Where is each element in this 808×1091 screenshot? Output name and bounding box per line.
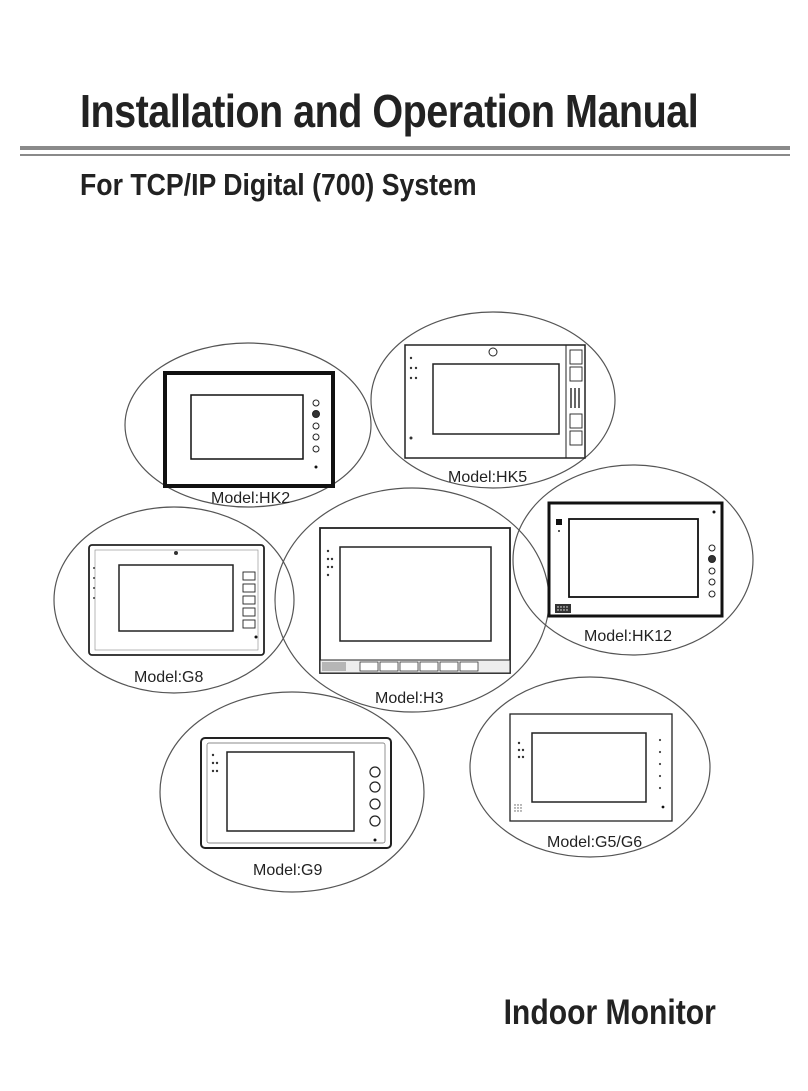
title-rule-thin (20, 154, 790, 156)
model-h3-label: Model:H3 (375, 690, 444, 707)
model-hk12-label: Model:HK12 (584, 628, 672, 645)
model-hk5-monitor (404, 344, 586, 459)
model-g9-label: Model:G9 (253, 862, 322, 879)
model-hk5-label: Model:HK5 (448, 469, 527, 486)
model-hk12-ellipse (512, 464, 754, 656)
model-hk2-monitor (163, 371, 335, 488)
title-rule-thick (20, 146, 790, 150)
document-title: Installation and Operation Manual (80, 85, 699, 137)
model-g8-label: Model:G8 (134, 669, 203, 686)
model-g8-ellipse (53, 506, 295, 694)
model-hk12-monitor (547, 501, 724, 618)
model-g56-label: Model:G5/G6 (547, 834, 642, 851)
model-g9-monitor (200, 737, 392, 849)
model-h3-monitor (319, 527, 511, 674)
document-subtitle: For TCP/IP Digital (700) System (80, 167, 477, 202)
model-hk2-ellipse (124, 342, 372, 508)
model-hk5-ellipse (370, 311, 616, 489)
model-g56-ellipse (469, 676, 711, 858)
model-g9-ellipse (159, 691, 425, 893)
model-g8-monitor (88, 544, 265, 656)
model-g56-monitor (509, 713, 673, 822)
document-footer-title: Indoor Monitor (503, 993, 716, 1032)
model-hk2-label: Model:HK2 (211, 490, 290, 507)
